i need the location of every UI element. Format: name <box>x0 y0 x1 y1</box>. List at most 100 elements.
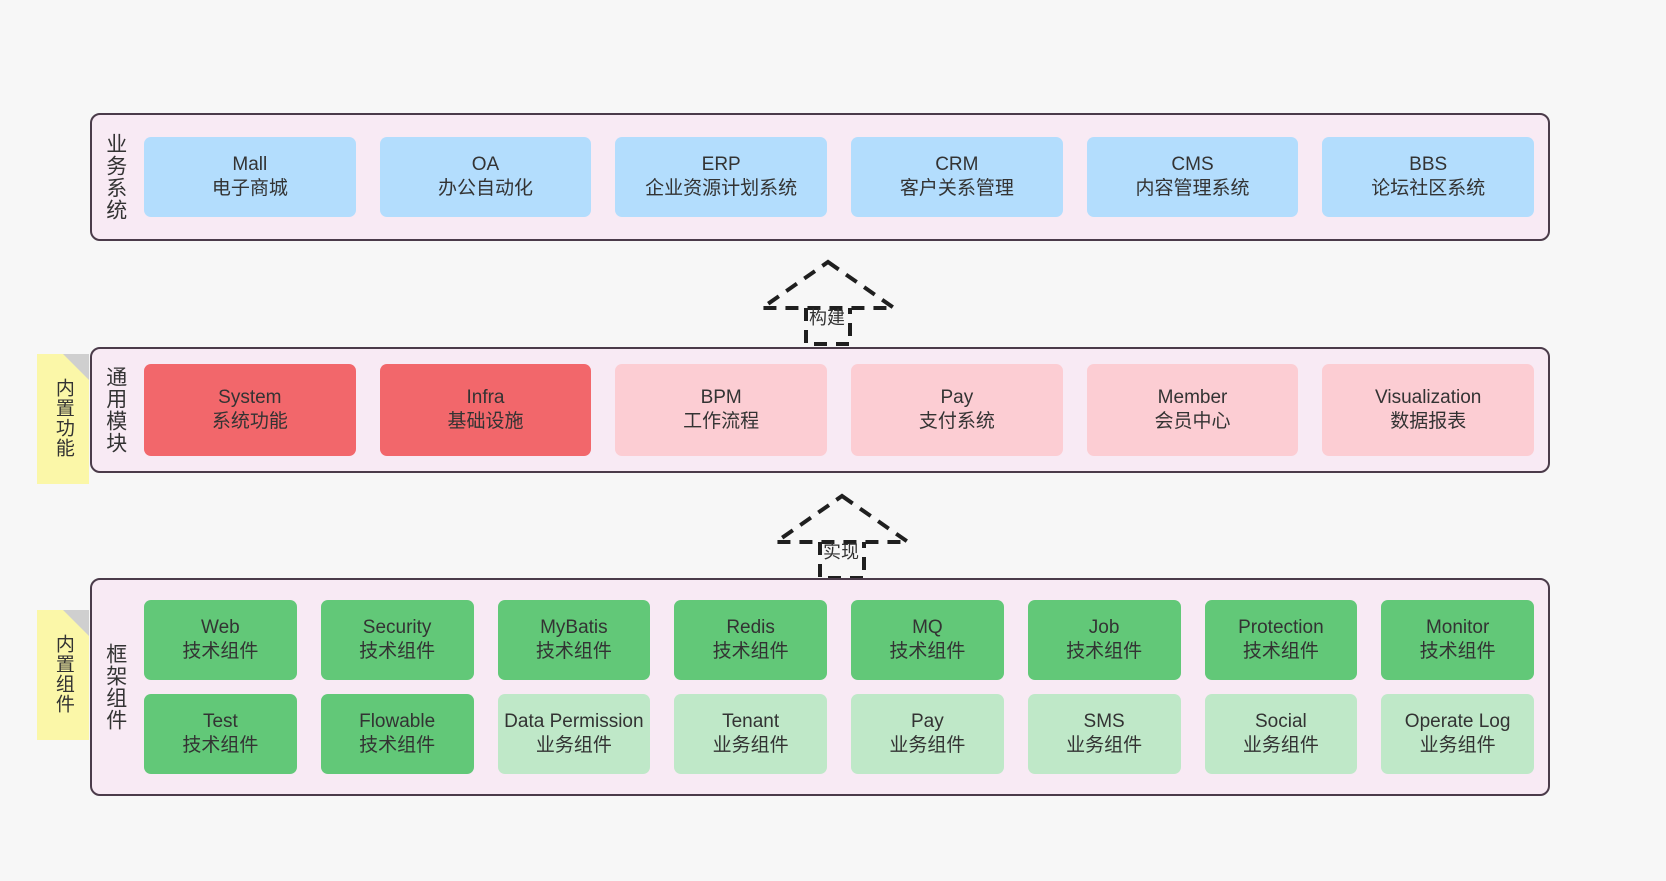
node-job[interactable]: Job 技术组件 <box>1027 600 1181 680</box>
node-title: MyBatis <box>540 616 608 638</box>
node-subtitle: 会员中心 <box>1154 411 1231 432</box>
node-title: Test <box>202 710 238 732</box>
generalization-arrowhead <box>755 259 901 310</box>
node-infra[interactable]: Infra 基础设施 <box>379 364 592 456</box>
node-subtitle: 技术组件 <box>182 641 259 662</box>
layer-title-common-modules: 通用模块 <box>103 366 127 454</box>
node-subtitle: 业务组件 <box>1419 735 1496 756</box>
layer-common-modules[interactable]: 通用模块 System 系统功能 Infra 基础设施 BPM 工作流程 Pay… <box>90 347 1550 473</box>
node-member[interactable]: Member 会员中心 <box>1086 364 1299 456</box>
layer-body-common-modules: System 系统功能 Infra 基础设施 BPM 工作流程 Pay 支付系统… <box>138 349 1548 471</box>
node-data-permission[interactable]: Data Permission 业务组件 <box>497 694 651 774</box>
node-subtitle: 技术组件 <box>182 735 259 756</box>
node-system[interactable]: System 系统功能 <box>144 364 356 456</box>
node-subtitle: 系统功能 <box>211 411 288 432</box>
connector-label-build: 构建 <box>809 308 845 328</box>
node-subtitle: 业务组件 <box>1066 735 1143 756</box>
node-title: Tenant <box>722 710 780 732</box>
layer-framework-components[interactable]: 框架组件 Web 技术组件 Security 技术组件 MyBatis 技术组件… <box>90 578 1550 796</box>
node-title: MQ <box>912 616 943 638</box>
node-erp[interactable]: ERP 企业资源计划系统 <box>615 137 828 217</box>
node-title: Mall <box>232 153 268 175</box>
node-title: BBS <box>1409 153 1448 175</box>
node-title: Protection <box>1238 616 1324 638</box>
node-pay-module[interactable]: Pay 支付系统 <box>851 364 1063 456</box>
node-row: System 系统功能 Infra 基础设施 BPM 工作流程 Pay 支付系统… <box>144 364 1535 456</box>
node-title: System <box>218 386 282 408</box>
node-protection[interactable]: Protection 技术组件 <box>1204 600 1358 680</box>
node-subtitle: 业务组件 <box>1242 735 1319 756</box>
node-bbs[interactable]: BBS 论坛社区系统 <box>1322 137 1535 217</box>
node-subtitle: 办公自动化 <box>438 178 534 199</box>
connector-build: 构建 <box>755 258 901 346</box>
sticky-note-builtin-features[interactable]: 内置功能 <box>37 354 89 484</box>
node-subtitle: 支付系统 <box>918 411 995 432</box>
node-subtitle: 技术组件 <box>359 735 436 756</box>
node-bpm[interactable]: BPM 工作流程 <box>615 364 828 456</box>
node-operate-log[interactable]: Operate Log 业务组件 <box>1381 694 1534 774</box>
node-title: Flowable <box>359 710 436 732</box>
node-subtitle: 业务组件 <box>712 735 789 756</box>
node-row: Mall 电子商城 OA 办公自动化 ERP 企业资源计划系统 CRM 客户关系… <box>144 137 1535 217</box>
node-subtitle: 工作流程 <box>683 411 760 432</box>
node-monitor[interactable]: Monitor 技术组件 <box>1381 600 1534 680</box>
connector-implement: 实现 <box>769 492 915 580</box>
sticky-note-label: 内置功能 <box>52 378 74 458</box>
connector-stem <box>804 308 852 346</box>
node-title: BPM <box>700 386 742 408</box>
node-security[interactable]: Security 技术组件 <box>320 600 474 680</box>
node-subtitle: 数据报表 <box>1390 411 1467 432</box>
node-title: Pay <box>940 386 974 408</box>
node-title: SMS <box>1083 710 1125 732</box>
generalization-arrowhead <box>769 493 915 544</box>
node-row: Test 技术组件 Flowable 技术组件 Data Permission … <box>144 694 1534 774</box>
node-title: CRM <box>935 153 979 175</box>
node-subtitle: 技术组件 <box>1242 641 1319 662</box>
node-row: Web 技术组件 Security 技术组件 MyBatis 技术组件 Redi… <box>144 600 1534 680</box>
layer-title-business-systems: 业务系统 <box>103 133 127 221</box>
node-subtitle: 企业资源计划系统 <box>645 178 798 199</box>
node-title: Member <box>1157 386 1228 408</box>
node-subtitle: 内容管理系统 <box>1135 178 1250 199</box>
node-mall[interactable]: Mall 电子商城 <box>144 137 356 217</box>
node-flowable[interactable]: Flowable 技术组件 <box>320 694 474 774</box>
node-title: Security <box>362 616 432 638</box>
sticky-note-label: 内置组件 <box>52 634 74 714</box>
connector-label-implement: 实现 <box>823 542 859 562</box>
node-title: Redis <box>726 616 775 638</box>
node-subtitle: 客户关系管理 <box>899 178 1014 199</box>
node-social[interactable]: Social 业务组件 <box>1204 694 1358 774</box>
node-title: Infra <box>466 386 505 408</box>
node-title: ERP <box>701 153 741 175</box>
node-title: Operate Log <box>1404 710 1511 732</box>
node-pay-component[interactable]: Pay 业务组件 <box>851 694 1004 774</box>
node-title: Monitor <box>1425 616 1490 638</box>
node-sms[interactable]: SMS 业务组件 <box>1027 694 1181 774</box>
node-title: Visualization <box>1375 386 1482 408</box>
layer-business-systems[interactable]: 业务系统 Mall 电子商城 OA 办公自动化 ERP 企业资源计划系统 CRM… <box>90 113 1550 241</box>
sticky-note-builtin-components[interactable]: 内置组件 <box>37 610 89 740</box>
node-test[interactable]: Test 技术组件 <box>144 694 297 774</box>
folded-corner-icon <box>63 354 89 380</box>
node-subtitle: 技术组件 <box>889 641 966 662</box>
folded-corner-icon <box>63 610 89 636</box>
node-title: CMS <box>1171 153 1214 175</box>
node-mq[interactable]: MQ 技术组件 <box>851 600 1004 680</box>
node-title: Job <box>1088 616 1120 638</box>
node-subtitle: 业务组件 <box>535 735 612 756</box>
node-title: Social <box>1255 710 1307 732</box>
node-tenant[interactable]: Tenant 业务组件 <box>674 694 827 774</box>
node-mybatis[interactable]: MyBatis 技术组件 <box>497 600 651 680</box>
node-subtitle: 基础设施 <box>447 411 524 432</box>
node-cms[interactable]: CMS 内容管理系统 <box>1086 137 1299 217</box>
node-crm[interactable]: CRM 客户关系管理 <box>851 137 1063 217</box>
node-title: Web <box>201 616 240 638</box>
node-web[interactable]: Web 技术组件 <box>144 600 297 680</box>
layer-body-business-systems: Mall 电子商城 OA 办公自动化 ERP 企业资源计划系统 CRM 客户关系… <box>138 115 1548 239</box>
node-subtitle: 电子商城 <box>211 178 288 199</box>
node-redis[interactable]: Redis 技术组件 <box>674 600 827 680</box>
connector-stem <box>818 542 866 580</box>
node-visualization[interactable]: Visualization 数据报表 <box>1322 364 1535 456</box>
node-subtitle: 业务组件 <box>889 735 966 756</box>
node-oa[interactable]: OA 办公自动化 <box>379 137 592 217</box>
